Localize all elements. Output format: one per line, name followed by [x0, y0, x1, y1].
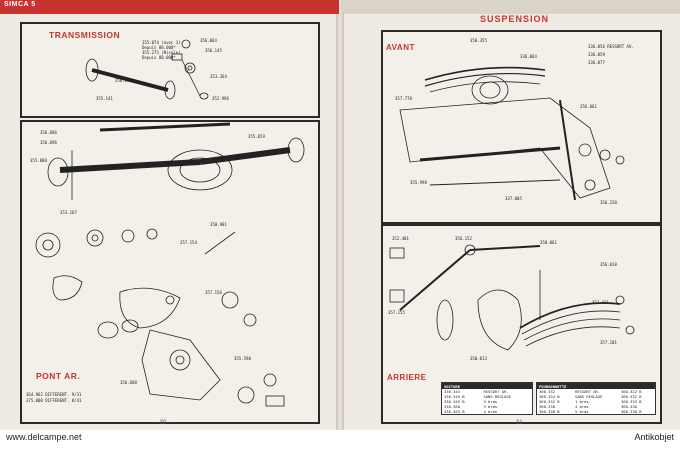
part-label: 357.156 — [205, 290, 222, 295]
part-label: 357.101 — [600, 340, 617, 345]
part-label: 350.061 — [540, 240, 557, 245]
avant-frame — [381, 30, 662, 224]
part-label: 375.000 DIFFERENT. 8/41 — [26, 398, 82, 403]
part-label: 356.145 — [205, 48, 222, 53]
table-header: FOURGONNETTE — [537, 383, 655, 389]
rear-suspension-drawing — [389, 244, 635, 351]
part-label: 355.590 — [234, 356, 251, 361]
part-label: 364.962 DIFFERENT. 9/31 — [26, 392, 82, 397]
page-gutter — [336, 0, 344, 430]
delcampe-link[interactable]: www.delcampe.net — [6, 432, 82, 442]
part-label: 353.364 — [210, 74, 227, 79]
rear-axle-housing-drawing — [47, 122, 305, 200]
parts-drawings — [35, 39, 635, 407]
avant-title: AVANT — [386, 43, 415, 52]
part-label: 356.688 — [120, 380, 137, 385]
part-label: 355.998 — [410, 180, 427, 185]
differential-parts-drawing — [35, 228, 285, 407]
pont-ar-title: PONT AR. — [36, 371, 81, 381]
transmission-shaft-drawing — [85, 39, 209, 100]
part-label: 356.064 — [200, 38, 217, 43]
part-label: 355.141 — [96, 96, 113, 101]
part-label: 356.696 — [40, 140, 57, 145]
part-label: 356.686 — [40, 130, 57, 135]
transmission-frame — [20, 22, 320, 118]
part-label: 357.431 — [592, 300, 609, 305]
right-section-title: SUSPENSION — [480, 14, 550, 24]
part-label: 350.901 — [210, 222, 227, 227]
catalog-spread: SIMCA 5 SUSPENSION TRANSMISSION PONT AR.… — [0, 0, 680, 430]
watermark-footer: www.delcampe.net Antikobjet — [0, 430, 680, 453]
running-title: SIMCA 5 — [4, 1, 36, 8]
right-page-number: 31 — [516, 420, 523, 426]
front-suspension-drawing — [399, 66, 625, 201]
part-label: 355.880 — [30, 158, 47, 163]
left-header-band: SIMCA 5 — [0, 0, 339, 14]
part-label: 356.010 — [600, 262, 617, 267]
left-page-number: - 30 - — [156, 420, 171, 426]
part-label: 356.152 — [455, 236, 472, 241]
table-header: VOITURE — [442, 383, 532, 389]
part-label: Depuis 88.000* — [142, 55, 176, 60]
part-label: 336.059 — [588, 52, 605, 57]
part-label: 352.996 — [212, 96, 229, 101]
arriere-title: ARRIERE — [387, 373, 427, 382]
part-label: 355.275 (Nicole) — [142, 50, 181, 55]
right-header-band: SUSPENSION — [341, 0, 680, 24]
part-label: 352.401 — [392, 236, 409, 241]
part-label: 355.659 — [248, 134, 265, 139]
part-label: 353.167 — [60, 210, 77, 215]
antikobjet-label: Antikobjet — [634, 432, 674, 442]
part-label: 336.056 RESSORT AV. — [588, 44, 634, 49]
part-label: 357.154 — [180, 240, 197, 245]
part-label: 356.061 — [580, 104, 597, 109]
part-label: 357.770 — [395, 96, 412, 101]
part-label: 337.005 — [505, 196, 522, 201]
part-label: 350.148 — [115, 78, 132, 83]
part-label: 350.013 — [470, 356, 487, 361]
part-label: 358.355 — [470, 38, 487, 43]
part-label: 336.077 — [588, 60, 605, 65]
part-label: Depuis 88.000* — [142, 45, 176, 50]
part-label: 356.150 — [600, 200, 617, 205]
part-label: 336.064 — [520, 54, 537, 59]
transmission-title: TRANSMISSION — [49, 30, 121, 40]
part-label: 355.074 (avec 1) — [142, 40, 181, 45]
part-label: 357.155 — [388, 310, 405, 315]
